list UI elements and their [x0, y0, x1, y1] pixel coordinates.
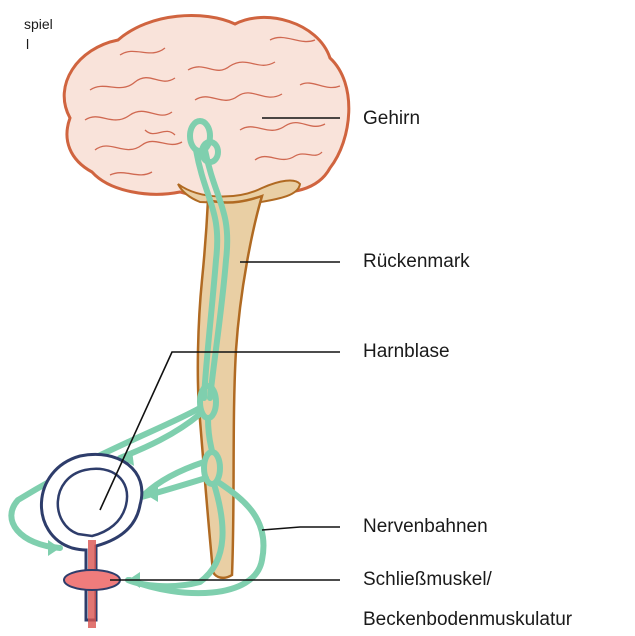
label-bladder: Harnblase	[363, 341, 450, 363]
brain-illustration	[64, 16, 349, 204]
label-nerves: Nervenbahnen	[363, 516, 488, 538]
label-brain: Gehirn	[363, 108, 420, 130]
label-sphincter: Schließmuskel/	[363, 569, 492, 591]
leader-nerves	[262, 527, 340, 530]
brain-shape	[64, 16, 349, 198]
bladder-illustration	[41, 454, 141, 628]
label-spinal-cord: Rückenmark	[363, 251, 470, 273]
label-pelvic-floor: Beckenbodenmuskulatur	[363, 609, 572, 631]
